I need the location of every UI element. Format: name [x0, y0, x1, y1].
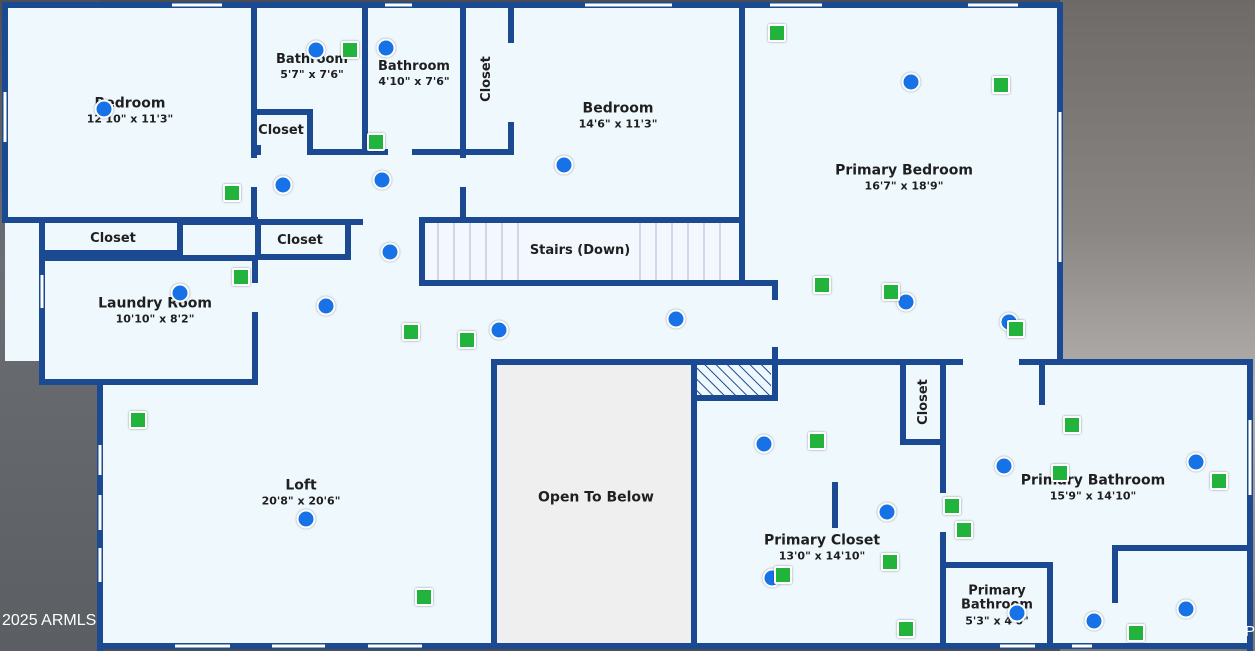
room-stairs: Stairs (Down) — [529, 242, 631, 258]
blue-marker[interactable] — [170, 283, 190, 303]
copyright-watermark: 2025 ARMLS — [2, 612, 97, 629]
green-marker[interactable] — [882, 283, 900, 301]
room-bedroom-mid: Bedroom 14'6" x 11'3" — [578, 100, 658, 131]
green-marker[interactable] — [897, 620, 915, 638]
blue-marker[interactable] — [376, 38, 396, 58]
room-laundry: Laundry Room 10'10" x 8'2" — [98, 295, 212, 326]
room-primary-bathroom-small: Primary Bathroom 5'3" x 4'0" — [952, 583, 1042, 628]
room-dims: 15'9" x 14'10" — [1049, 489, 1137, 503]
room-primary-closet: Primary Closet 13'0" x 14'10" — [763, 532, 881, 563]
green-marker[interactable] — [808, 432, 826, 450]
green-marker[interactable] — [955, 521, 973, 539]
blue-marker[interactable] — [554, 155, 574, 175]
room-primary-bedroom: Primary Bedroom 16'7" x 18'9" — [835, 162, 973, 193]
room-name: Open To Below — [538, 489, 654, 506]
hatched-shaft — [697, 364, 771, 396]
blue-marker[interactable] — [489, 320, 509, 340]
green-marker[interactable] — [341, 41, 359, 59]
green-marker[interactable] — [992, 76, 1010, 94]
green-marker[interactable] — [1063, 416, 1081, 434]
blue-marker[interactable] — [296, 509, 316, 529]
blue-marker[interactable] — [1186, 452, 1206, 472]
room-closet-mid: Closet — [277, 232, 323, 248]
room-dims: 5'7" x 7'6" — [280, 68, 344, 82]
room-primary-bathroom: Primary Bathroom 15'9" x 14'10" — [1020, 472, 1166, 503]
green-marker[interactable] — [813, 276, 831, 294]
green-marker[interactable] — [1051, 464, 1069, 482]
room-dims: 20'8" x 20'6" — [261, 494, 341, 508]
blue-marker[interactable] — [896, 292, 916, 312]
edge-glyph: P — [1245, 623, 1255, 640]
room-open-below: Open To Below — [538, 489, 654, 506]
green-marker[interactable] — [415, 588, 433, 606]
green-marker[interactable] — [1007, 320, 1025, 338]
room-dims: 5'3" x 4'0" — [965, 614, 1029, 628]
room-closet-left: Closet — [90, 230, 136, 246]
green-marker[interactable] — [768, 24, 786, 42]
room-name: Primary Closet — [763, 532, 881, 549]
green-marker[interactable] — [367, 133, 385, 151]
room-dims: 4'10" x 7'6" — [378, 75, 450, 89]
green-marker[interactable] — [943, 497, 961, 515]
room-loft: Loft 20'8" x 20'6" — [261, 477, 341, 508]
room-name: Primary Bathroom — [1020, 472, 1166, 489]
room-dims: 16'7" x 18'9" — [864, 179, 944, 193]
blue-marker[interactable] — [754, 434, 774, 454]
blue-marker[interactable] — [306, 40, 326, 60]
stairs-treads — [424, 223, 738, 281]
blue-marker[interactable] — [1176, 599, 1196, 619]
room-closet-vert-top: Closet — [478, 56, 494, 102]
blue-marker[interactable] — [1084, 611, 1104, 631]
room-dims: 13'0" x 14'10" — [778, 549, 866, 563]
green-marker[interactable] — [402, 323, 420, 341]
room-name: Primary Bedroom — [835, 162, 973, 179]
room-name: Closet — [478, 56, 494, 102]
blue-marker[interactable] — [901, 72, 921, 92]
room-name: Closet — [90, 230, 136, 246]
green-marker[interactable] — [223, 184, 241, 202]
green-marker[interactable] — [1127, 624, 1145, 642]
blue-marker[interactable] — [94, 99, 114, 119]
room-name: Closet — [258, 122, 304, 138]
room-name: Closet — [915, 379, 931, 425]
room-name: Primary Bathroom — [961, 583, 1033, 613]
green-marker[interactable] — [232, 268, 250, 286]
room-name: Loft — [285, 477, 317, 494]
room-closet-vert-right: Closet — [915, 379, 931, 425]
room-dims: 14'6" x 11'3" — [578, 117, 658, 131]
green-marker[interactable] — [774, 566, 792, 584]
green-marker[interactable] — [458, 331, 476, 349]
blue-marker[interactable] — [1007, 603, 1027, 623]
room-bathroom-1: Bathroom 5'7" x 7'6" — [276, 51, 348, 82]
room-closet-small-top: Closet — [258, 122, 304, 138]
room-name: Bathroom — [276, 51, 348, 67]
blue-marker[interactable] — [316, 296, 336, 316]
open-to-below-area — [497, 364, 693, 646]
room-name: Bedroom — [582, 100, 654, 117]
room-name: Laundry Room — [98, 295, 212, 312]
blue-marker[interactable] — [994, 456, 1014, 476]
room-dims: 10'10" x 8'2" — [115, 312, 195, 326]
green-marker[interactable] — [129, 411, 147, 429]
green-marker[interactable] — [1210, 472, 1228, 490]
room-name: Stairs (Down) — [529, 242, 631, 258]
room-name: Bathroom — [378, 58, 450, 74]
blue-marker[interactable] — [380, 242, 400, 262]
blue-marker[interactable] — [666, 309, 686, 329]
blue-marker[interactable] — [372, 170, 392, 190]
windows — [3, 3, 1252, 648]
green-marker[interactable] — [881, 553, 899, 571]
blue-marker[interactable] — [877, 502, 897, 522]
room-name: Closet — [277, 232, 323, 248]
room-bathroom-2: Bathroom 4'10" x 7'6" — [378, 58, 450, 89]
blue-marker[interactable] — [273, 175, 293, 195]
